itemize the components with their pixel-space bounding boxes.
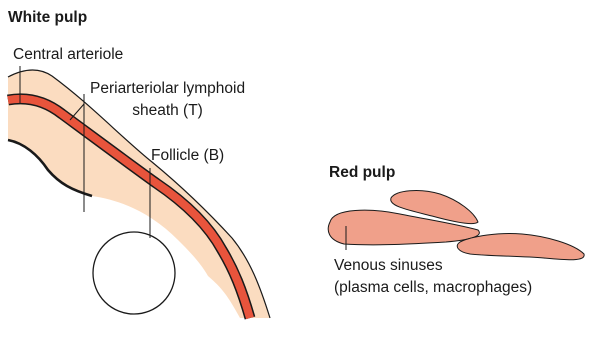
follicle-label: Follicle (B) — [151, 146, 224, 165]
red-pulp-title: Red pulp — [329, 163, 395, 182]
central-arteriole-label: Central arteriole — [13, 45, 123, 64]
follicle — [93, 232, 175, 314]
white-pulp-title: White pulp — [8, 8, 87, 27]
sheath-label: Periarteriolar lymphoid sheath (T) — [90, 79, 245, 120]
sheath-label-line1: Periarteriolar lymphoid — [90, 79, 245, 98]
venous-sinuses-label: Venous sinuses (plasma cells, macrophage… — [334, 256, 532, 297]
venous-sinuses-line1: Venous sinuses — [334, 256, 532, 275]
sheath-label-line2: sheath (T) — [90, 101, 245, 120]
venous-sinuses-line2: (plasma cells, macrophages) — [334, 278, 532, 297]
